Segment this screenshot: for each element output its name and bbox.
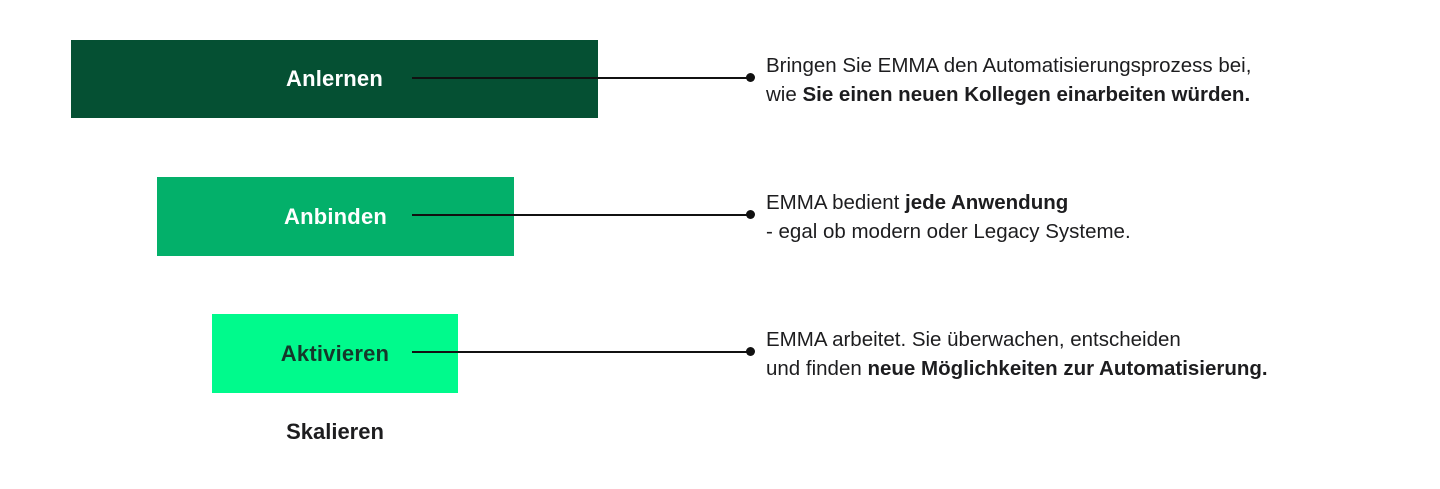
description-line-1: EMMA bedient jede Anwendung (766, 188, 1406, 217)
funnel-bar-label-anlernen: Anlernen (286, 66, 383, 91)
description-text-bold: Sie einen neuen Kollegen einarbeiten wür… (802, 83, 1251, 106)
description-text-plain: Bringen Sie EMMA den Automatisierungspro… (766, 54, 1252, 77)
connector-dot-icon (746, 347, 755, 356)
description-text-plain: und finden (766, 357, 868, 380)
description-text-plain: - egal ob modern oder Legacy Systeme. (766, 220, 1131, 243)
connector-rule-icon (412, 351, 754, 353)
description-line-2: und finden neue Möglichkeiten zur Automa… (766, 354, 1406, 383)
description-text-bold: neue Möglichkeiten zur Automatisierung. (867, 357, 1268, 380)
funnel-bar-label-aktivieren: Aktivieren (280, 340, 390, 366)
description-text-plain: wie (766, 83, 803, 106)
description-text-bold: jede Anwendung (905, 191, 1069, 214)
description-line-2: wie Sie einen neuen Kollegen einarbeiten… (766, 80, 1406, 109)
description-line-2: - egal ob modern oder Legacy Systeme. (766, 217, 1406, 246)
funnel-bar-aktivieren[interactable]: Aktivieren (212, 314, 458, 393)
connector-dot-icon (746, 210, 755, 219)
description-line-1: Bringen Sie EMMA den Automatisierungspro… (766, 51, 1406, 80)
description-anbinden: EMMA bedient jede Anwendung - egal ob mo… (766, 188, 1406, 246)
funnel-caption-skalieren: Skalieren (286, 419, 384, 444)
description-text-plain: EMMA bedient (766, 191, 906, 214)
funnel-bar-anlernen[interactable]: Anlernen (71, 40, 598, 118)
connector-line-aktivieren (412, 346, 755, 358)
funnel-bar-anbinden[interactable]: Anbinden (157, 177, 514, 256)
funnel-bar-label-anbinden: Anbinden (283, 203, 388, 229)
description-aktivieren: EMMA arbeitet. Sie überwachen, entscheid… (766, 325, 1406, 383)
description-line-1: EMMA arbeitet. Sie überwachen, entscheid… (766, 325, 1406, 354)
description-anlernen: Bringen Sie EMMA den Automatisierungspro… (766, 51, 1406, 109)
description-text-plain: EMMA arbeitet. Sie überwachen, entscheid… (766, 328, 1181, 351)
connector-dot-icon (746, 73, 755, 82)
